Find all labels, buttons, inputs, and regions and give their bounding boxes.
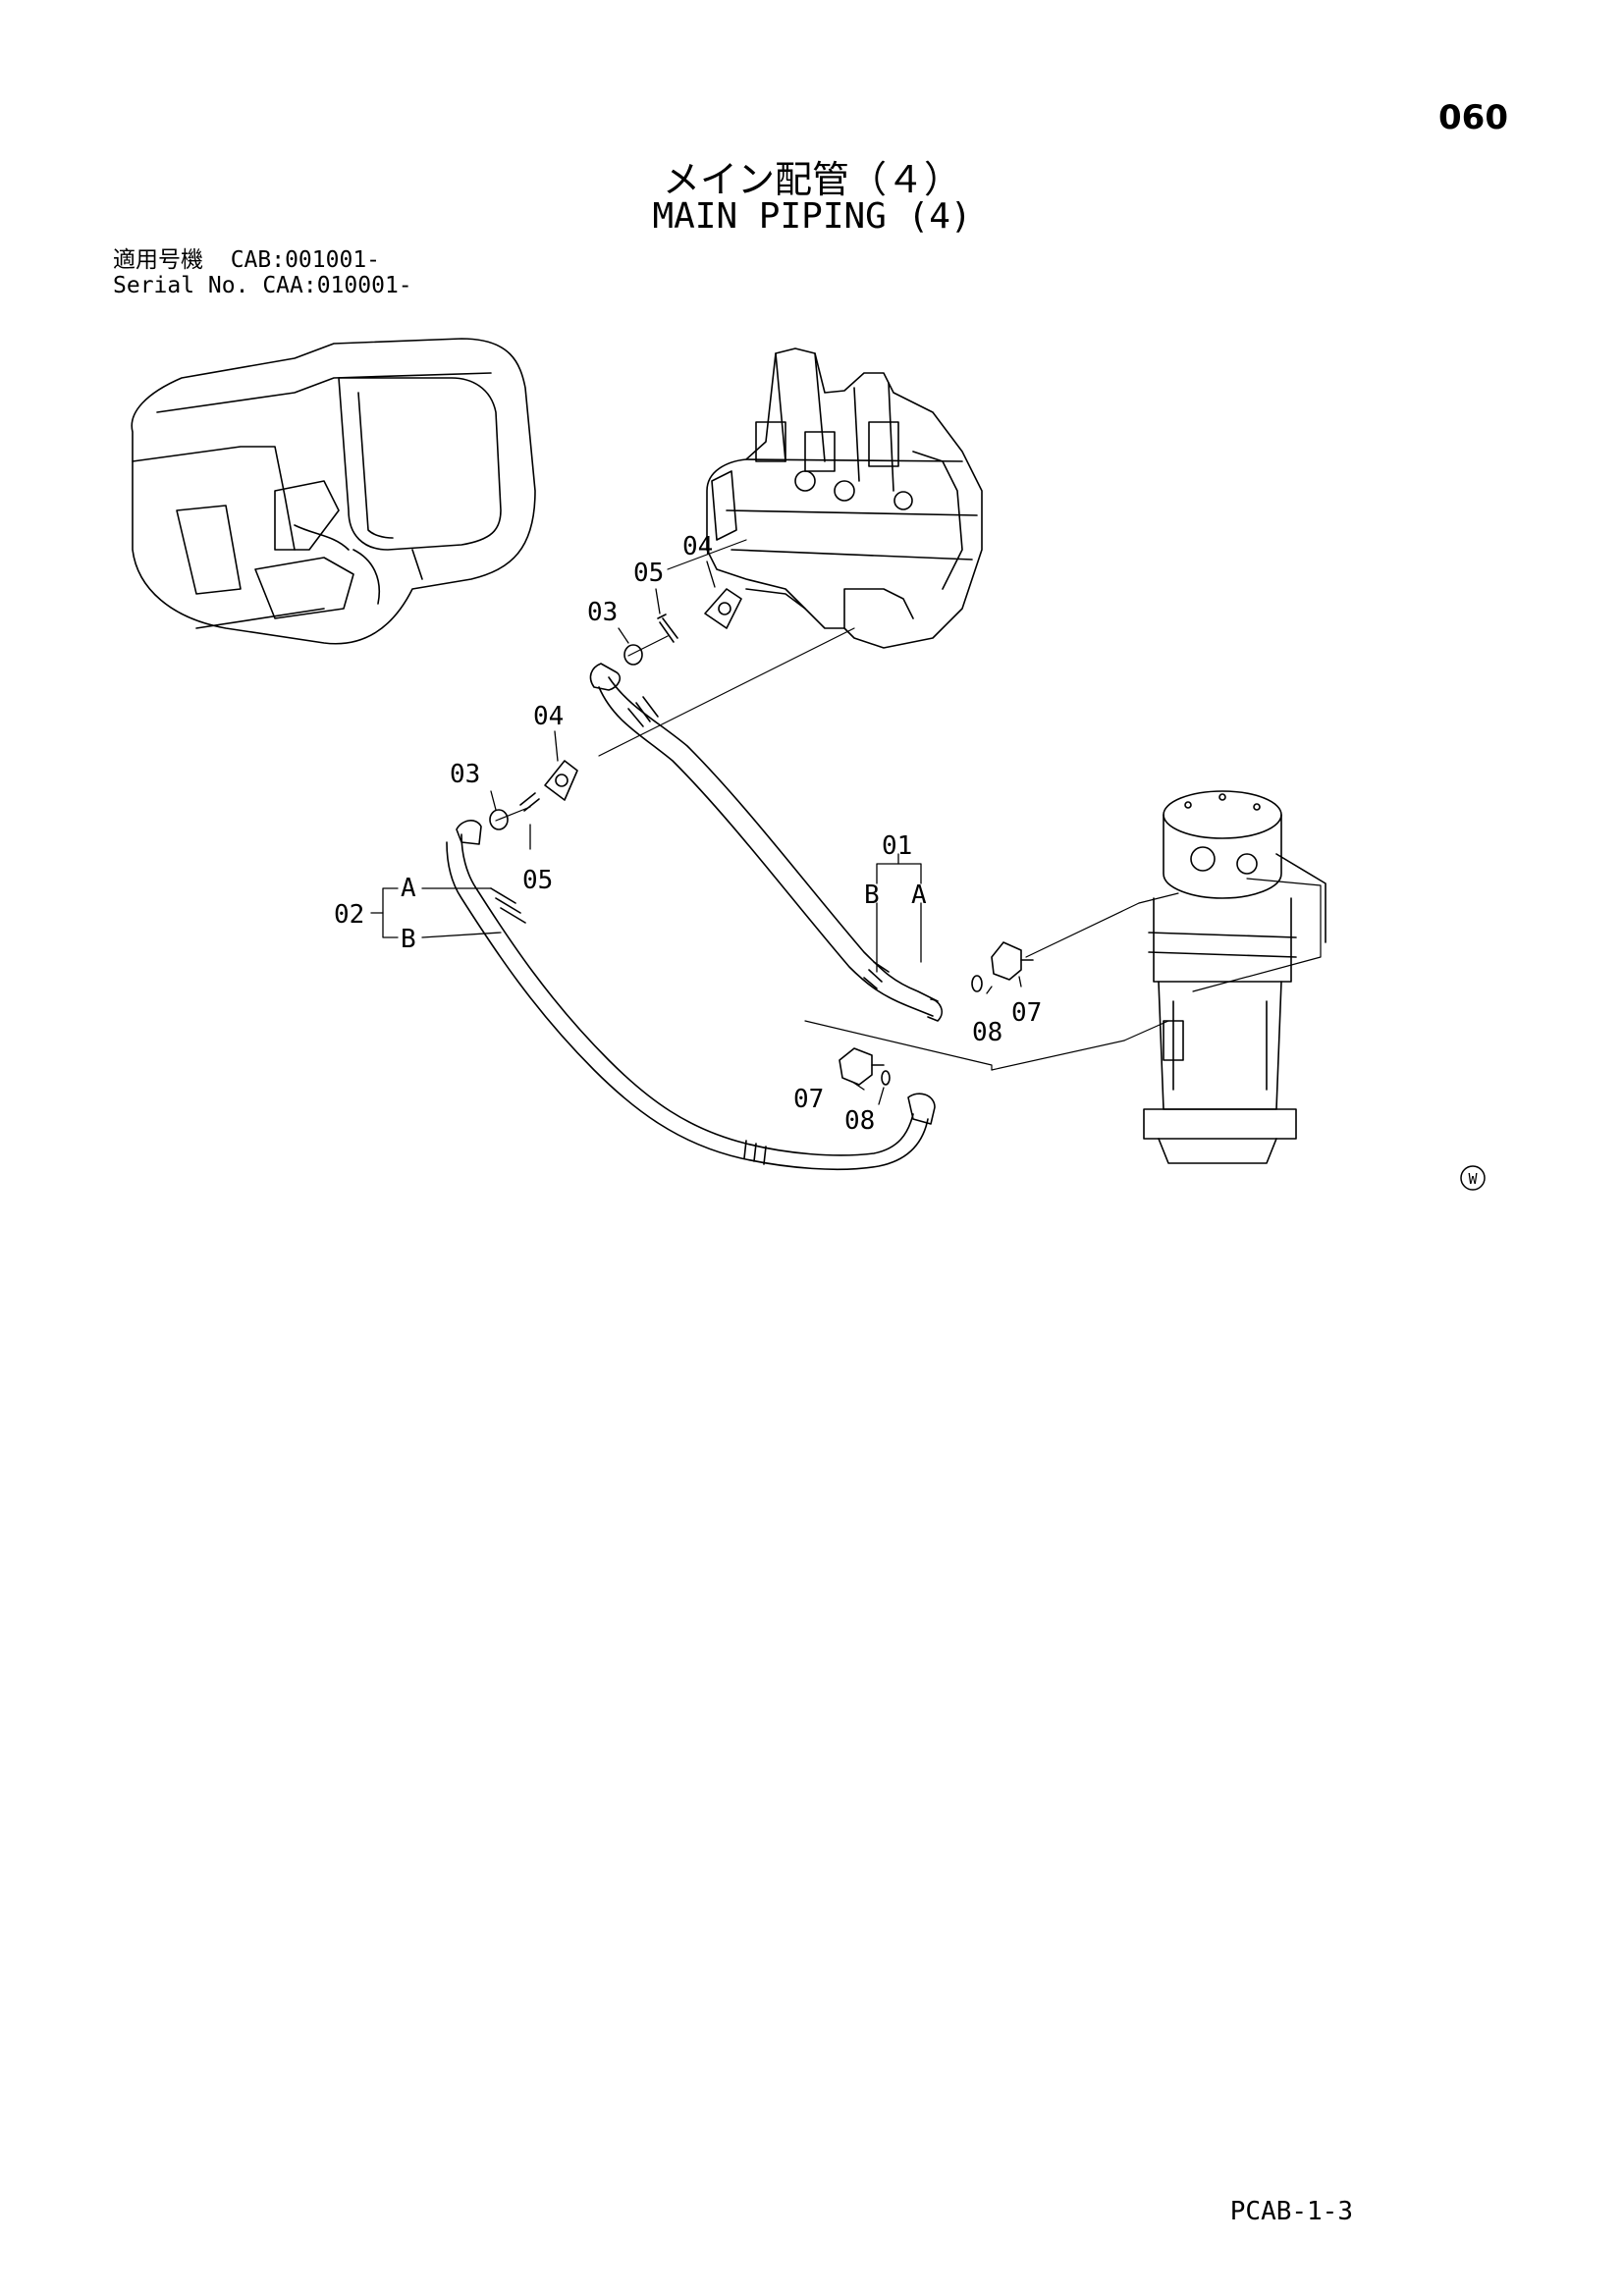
- callout-leaders: [370, 561, 1022, 1105]
- applicable-model-line: 適用号機 CAB:001001-: [113, 247, 381, 273]
- callout-04-lower: 04: [533, 702, 564, 731]
- callout-02: 02: [334, 900, 364, 930]
- fittings-lower: [489, 760, 578, 830]
- callout-07-right: 07: [1011, 998, 1042, 1028]
- document-code: PCAB-1-3: [1229, 2197, 1353, 2226]
- page-number: 060: [1438, 98, 1508, 137]
- callout-01: 01: [882, 831, 912, 861]
- callout-05-upper: 05: [633, 559, 664, 588]
- control-valve-illustration: [706, 347, 983, 649]
- callout-02-sub-b: B: [401, 925, 416, 954]
- hose-01: [589, 663, 943, 1022]
- callout-05-lower: 05: [522, 866, 553, 895]
- callout-01-sub-b: B: [864, 881, 880, 910]
- callout-08-right: 08: [972, 1018, 1002, 1047]
- page-title-japanese: メイン配管（４）: [662, 158, 961, 201]
- callout-04-upper: 04: [682, 532, 713, 561]
- callout-01-sub-a: A: [911, 881, 927, 910]
- fittings-right-upper: [971, 941, 1034, 992]
- fittings-lower-middle: [839, 1047, 891, 1086]
- callout-08-lower: 08: [844, 1106, 875, 1136]
- callout-02-sub-a: A: [401, 874, 416, 903]
- callout-07-lower: 07: [793, 1085, 824, 1114]
- callout-03-lower: 03: [450, 760, 480, 789]
- swivel-joint-illustration: [1143, 790, 1326, 1164]
- fittings-upper: [623, 588, 742, 666]
- excavator-overview-illustration: [131, 338, 536, 645]
- page-title-english: MAIN PIPING (4): [652, 196, 972, 237]
- svg-text:W: W: [1468, 1170, 1478, 1188]
- serial-number-block: 適用号機 CAB:001001- Serial No. CAA:010001-: [113, 247, 412, 298]
- serial-number-line: Serial No. CAA:010001-: [113, 273, 412, 298]
- assembly-lines: [495, 539, 1322, 1071]
- callout-03-upper: 03: [587, 598, 618, 627]
- watermark-w-symbol: W: [1460, 1165, 1486, 1191]
- hose-02: [446, 820, 936, 1171]
